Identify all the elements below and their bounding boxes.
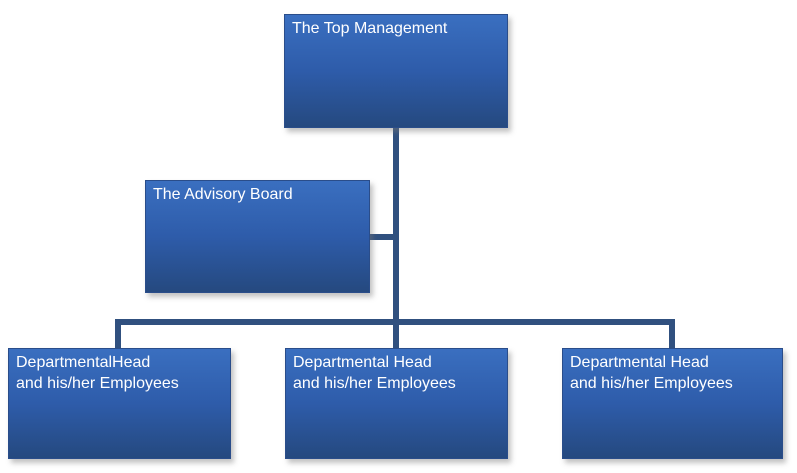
node-department-2: Departmental Head and his/her Employees — [285, 348, 508, 459]
node-department-1-label-line-1: DepartmentalHead — [16, 354, 151, 371]
node-department-1: DepartmentalHead and his/her Employees — [8, 348, 231, 459]
node-department-3-label-line-2: and his/her Employees — [570, 374, 733, 392]
node-department-3-label-line-1: Departmental Head — [570, 354, 709, 371]
node-department-1-label-line-2: and his/her Employees — [16, 374, 179, 392]
node-advisory-board: The Advisory Board — [145, 180, 370, 293]
node-advisory-board-label: The Advisory Board — [153, 186, 293, 203]
connector-top-to-bottom-vertical — [393, 128, 399, 348]
node-top-management: The Top Management — [284, 14, 508, 128]
connector-left-drop — [115, 319, 121, 348]
connector-advisory-stub — [369, 234, 393, 240]
node-department-2-label-line-1: Departmental Head — [293, 354, 432, 371]
node-department-3: Departmental Head and his/her Employees — [562, 348, 783, 459]
connector-right-drop — [669, 319, 675, 348]
node-department-2-label-line-2: and his/her Employees — [293, 374, 456, 392]
node-top-management-label: The Top Management — [292, 20, 448, 37]
connector-departments-horizontal — [115, 319, 675, 325]
